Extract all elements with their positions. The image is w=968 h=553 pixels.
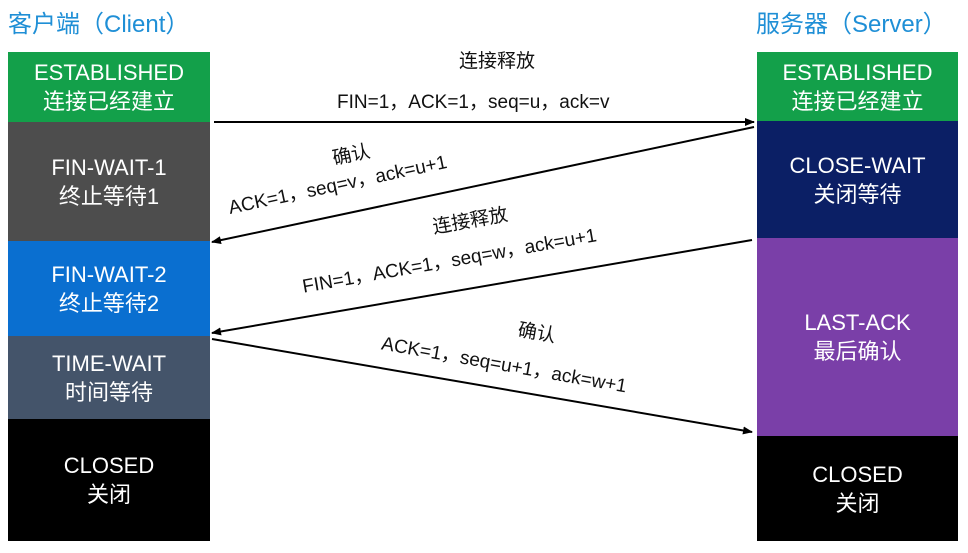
client-state-established: ESTABLISHED 连接已经建立 <box>8 52 210 122</box>
state-zh: 终止等待1 <box>58 183 160 209</box>
msg1-name: 连接释放 <box>459 51 536 72</box>
server-state-established: ESTABLISHED 连接已经建立 <box>757 52 958 121</box>
client-title: 客户端（Client） <box>8 11 190 38</box>
server-state-closed: CLOSED 关闭 <box>757 436 958 541</box>
state-zh: 最后确认 <box>813 339 902 364</box>
state-zh: 时间等待 <box>64 379 153 405</box>
arrow-ack-server-to-client <box>211 126 755 245</box>
state-en: TIME-WAIT <box>51 350 167 376</box>
state-en: ESTABLISHED <box>782 59 933 85</box>
state-zh: 连接已经建立 <box>42 89 175 114</box>
arrow-ack-client-to-server <box>211 338 753 435</box>
state-en: FIN-WAIT-1 <box>51 154 167 180</box>
client-state-closed: CLOSED 关闭 <box>8 419 210 541</box>
server-state-last-ack: LAST-ACK 最后确认 <box>757 238 958 436</box>
state-zh: 关闭 <box>86 482 131 507</box>
state-en: ESTABLISHED <box>34 60 184 85</box>
state-en: FIN-WAIT-2 <box>51 261 167 287</box>
client-state-fin-wait-2: FIN-WAIT-2 终止等待2 <box>8 241 210 336</box>
state-en: CLOSED <box>63 453 155 478</box>
state-en: LAST-ACK <box>804 310 911 335</box>
msg1-params: FIN=1，ACK=1，seq=u，ack=v <box>337 92 610 113</box>
state-zh: 关闭 <box>835 490 880 516</box>
state-zh: 关闭等待 <box>813 181 902 207</box>
server-title: 服务器（Server） <box>756 11 947 38</box>
arrow-fin-server-to-client <box>211 239 753 336</box>
state-en: CLOSED <box>812 461 903 487</box>
server-state-close-wait: CLOSE-WAIT 关闭等待 <box>757 121 958 238</box>
client-state-time-wait: TIME-WAIT 时间等待 <box>8 336 210 419</box>
client-state-fin-wait-1: FIN-WAIT-1 终止等待1 <box>8 122 210 241</box>
state-en: CLOSE-WAIT <box>789 152 926 178</box>
state-zh: 终止等待2 <box>58 290 160 316</box>
state-zh: 连接已经建立 <box>791 88 924 114</box>
